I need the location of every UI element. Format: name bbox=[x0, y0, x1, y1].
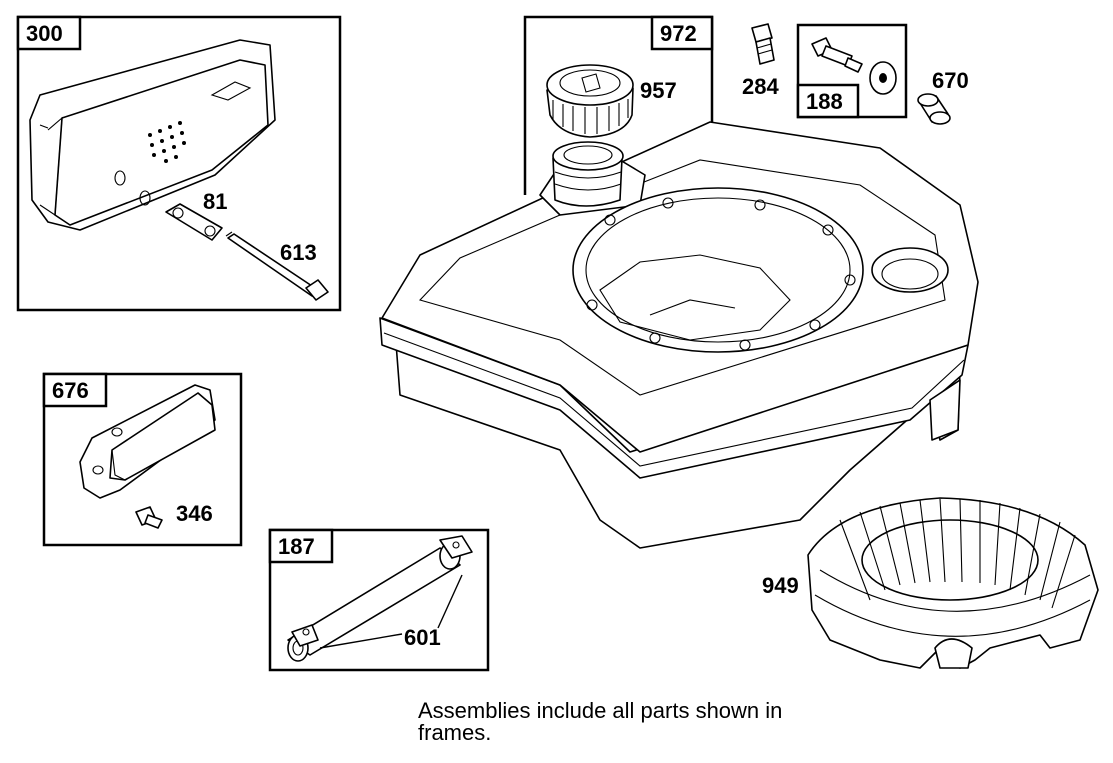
part-346-screw bbox=[135, 506, 163, 529]
frame-972: 972 bbox=[523, 15, 714, 195]
part-284-screw bbox=[751, 23, 775, 65]
part-613-bolt bbox=[225, 231, 329, 301]
part-label-346: 346 bbox=[176, 501, 213, 526]
muffler bbox=[29, 39, 276, 231]
frame-label-972: 972 bbox=[660, 21, 697, 46]
part-81-gasket bbox=[165, 203, 223, 241]
part-957-fuel-cap bbox=[546, 64, 634, 138]
frame-label-676: 676 bbox=[52, 378, 89, 403]
part-label-613: 613 bbox=[280, 240, 317, 265]
fuel-tank bbox=[379, 121, 979, 549]
part-601-hose-clamp bbox=[291, 535, 473, 647]
frame-187: 187 bbox=[268, 528, 490, 672]
part-670-bushing bbox=[917, 93, 951, 125]
part-label-601: 601 bbox=[404, 625, 441, 650]
part-label-949: 949 bbox=[762, 573, 799, 598]
frame-label-187: 187 bbox=[278, 534, 315, 559]
part-188-shoulder-bolt bbox=[811, 37, 863, 73]
frame-676: 676 bbox=[42, 372, 243, 547]
part-label-81: 81 bbox=[203, 189, 227, 214]
frame-label-300: 300 bbox=[26, 21, 63, 46]
part-label-957: 957 bbox=[640, 78, 677, 103]
part-label-670: 670 bbox=[932, 68, 969, 93]
footnote-text: Assemblies include all parts shown in fr… bbox=[418, 698, 783, 745]
frame-188: 188 bbox=[796, 23, 908, 119]
frame-300: 300 bbox=[16, 15, 342, 312]
frame-label-188: 188 bbox=[806, 89, 843, 114]
part-188-washer bbox=[869, 61, 897, 95]
fuel-filler-neck bbox=[552, 141, 624, 207]
part-label-284: 284 bbox=[742, 74, 779, 99]
muffler-vent-holes bbox=[148, 121, 186, 163]
part-949-grille-screen bbox=[807, 497, 1099, 669]
part-676-heat-shield bbox=[79, 384, 216, 499]
